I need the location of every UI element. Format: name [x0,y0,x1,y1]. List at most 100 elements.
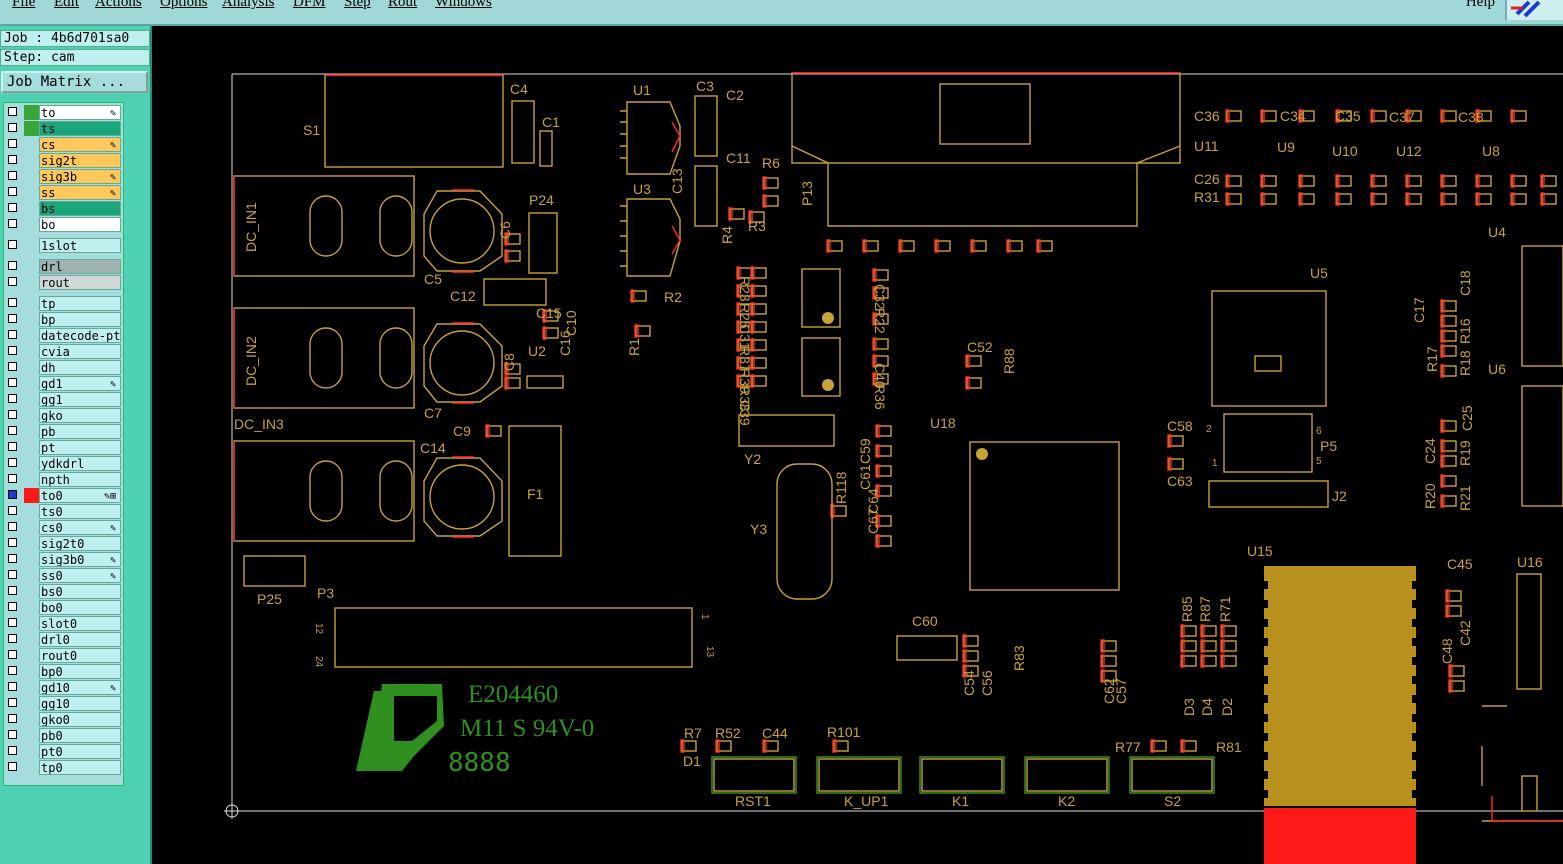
layer-color-swatch[interactable] [24,137,39,152]
menu-file[interactable]: File [12,0,36,10]
layer-row[interactable]: gg10 [5,696,123,711]
layer-color-swatch[interactable] [24,169,39,184]
layer-checkbox[interactable] [8,650,17,659]
layer-checkbox[interactable] [8,538,17,547]
layer-color-swatch[interactable] [24,392,39,407]
layer-row[interactable]: 1slot [5,238,123,253]
layer-checkbox[interactable] [8,762,17,771]
layer-checkbox[interactable] [8,155,17,164]
layer-color-swatch[interactable] [24,568,39,583]
layer-checkbox[interactable] [8,240,17,249]
layer-row[interactable]: bp0 [5,664,123,679]
layer-checkbox[interactable] [8,714,17,723]
layer-checkbox[interactable] [8,261,17,270]
layer-checkbox[interactable] [8,346,17,355]
layer-checkbox[interactable] [8,426,17,435]
layer-row[interactable]: rout [5,275,123,290]
layer-color-swatch[interactable] [24,217,39,232]
layer-color-swatch[interactable] [24,238,39,253]
layer-row[interactable]: sig2t [5,153,123,168]
layer-color-swatch[interactable] [24,472,39,487]
layer-row[interactable]: sig3b✎ [5,169,123,184]
layer-checkbox[interactable] [8,666,17,675]
layer-color-swatch[interactable] [24,600,39,615]
layer-checkbox[interactable] [8,570,17,579]
layer-color-swatch[interactable] [24,760,39,775]
layer-row[interactable]: slot0 [5,616,123,631]
layer-row[interactable]: dh [5,360,123,375]
layer-color-swatch[interactable] [24,664,39,679]
layer-checkbox[interactable] [8,203,17,212]
layer-checkbox[interactable] [8,442,17,451]
layer-row[interactable]: pt0 [5,744,123,759]
layer-checkbox[interactable] [8,410,17,419]
menu-rout[interactable]: Rout [388,0,418,10]
layer-row[interactable]: drl [5,259,123,274]
menu-options[interactable]: Options [160,0,208,10]
layer-checkbox[interactable] [8,378,17,387]
job-matrix-button[interactable]: Job Matrix ... [1,71,148,93]
layer-row[interactable]: bs [5,201,123,216]
layer-checkbox[interactable] [8,394,17,403]
layer-color-swatch[interactable] [24,376,39,391]
layer-row[interactable]: bs0 [5,584,123,599]
menu-windows[interactable]: Windows [435,0,492,10]
layer-color-swatch[interactable] [24,201,39,216]
layer-row[interactable]: tp0 [5,760,123,775]
layer-color-swatch[interactable] [24,616,39,631]
layer-checkbox[interactable] [8,330,17,339]
layer-row[interactable]: ts [5,121,123,136]
layer-row[interactable]: tp [5,296,123,311]
layer-color-swatch[interactable] [24,536,39,551]
layer-color-swatch[interactable] [24,552,39,567]
layer-row[interactable]: ts0 [5,504,123,519]
layer-row[interactable]: rout0 [5,648,123,663]
layer-row[interactable]: to0✎⊞ [5,488,123,503]
layer-checkbox[interactable] [8,586,17,595]
layer-color-swatch[interactable] [24,648,39,663]
layer-color-swatch[interactable] [24,488,39,503]
layer-row[interactable]: pb [5,424,123,439]
layer-checkbox[interactable] [8,298,17,307]
layer-checkbox[interactable] [8,139,17,148]
layer-color-swatch[interactable] [24,456,39,471]
layer-checkbox[interactable] [8,746,17,755]
layer-row[interactable]: cs0✎ [5,520,123,535]
layer-checkbox[interactable] [8,362,17,371]
layer-row[interactable]: datecode-pt [5,328,123,343]
layer-color-swatch[interactable] [24,360,39,375]
layer-row[interactable]: pb0 [5,728,123,743]
layer-row[interactable]: cvia [5,344,123,359]
layer-row[interactable]: drl0 [5,632,123,647]
layer-row[interactable]: bo [5,217,123,232]
layer-color-swatch[interactable] [24,259,39,274]
layer-row[interactable]: gd10✎ [5,680,123,695]
layer-color-swatch[interactable] [24,328,39,343]
layer-checkbox[interactable] [8,490,17,499]
layer-color-swatch[interactable] [24,185,39,200]
layer-color-swatch[interactable] [24,424,39,439]
layer-color-swatch[interactable] [24,440,39,455]
menu-actions[interactable]: Actions [95,0,142,10]
layer-row[interactable]: gg1 [5,392,123,407]
layer-color-swatch[interactable] [24,696,39,711]
layer-color-swatch[interactable] [24,296,39,311]
layer-color-swatch[interactable] [24,105,39,120]
menu-step[interactable]: Step [344,0,371,10]
layer-color-swatch[interactable] [24,520,39,535]
layer-color-swatch[interactable] [24,312,39,327]
layer-color-swatch[interactable] [24,680,39,695]
layer-checkbox[interactable] [8,123,17,132]
layer-checkbox[interactable] [8,698,17,707]
layer-color-swatch[interactable] [24,504,39,519]
layer-row[interactable]: bo0 [5,600,123,615]
layer-color-swatch[interactable] [24,632,39,647]
layer-row[interactable]: gko0 [5,712,123,727]
layer-checkbox[interactable] [8,219,17,228]
layer-checkbox[interactable] [8,634,17,643]
layer-checkbox[interactable] [8,187,17,196]
layer-checkbox[interactable] [8,107,17,116]
layer-checkbox[interactable] [8,314,17,323]
layer-color-swatch[interactable] [24,408,39,423]
